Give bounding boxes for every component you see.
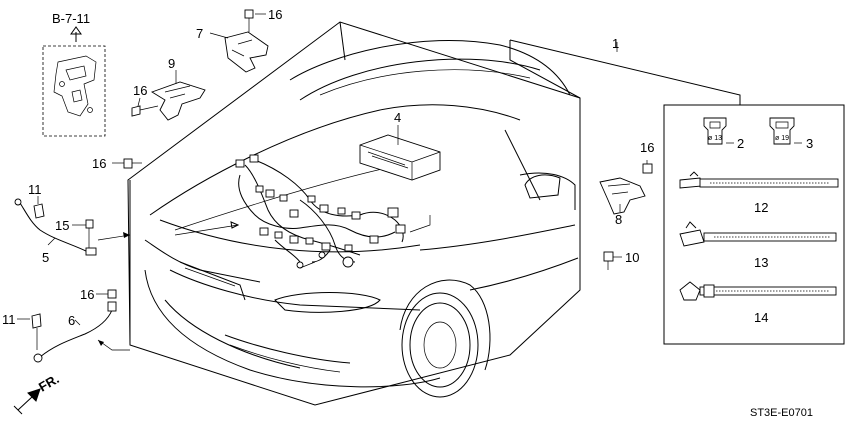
- engine-bay-outline: [127, 21, 741, 406]
- callout-11-upper: 11: [28, 182, 42, 197]
- callout-16-part9: 16: [133, 83, 147, 98]
- callouts: 1 2 3 4 5 6 7 8 9 10 11 11 12 13 14 15: [2, 7, 813, 328]
- engine-harness-drawing: [174, 154, 431, 269]
- callout-16-left: 16: [92, 156, 106, 171]
- callout-16-lower: 16: [80, 287, 94, 302]
- reference-bracket-drawing: [53, 55, 97, 117]
- callout-8: 8: [615, 212, 622, 227]
- callout-15: 15: [55, 218, 69, 233]
- part-12-tie-drawing: [679, 177, 703, 189]
- part-9-bracket: [131, 70, 206, 121]
- diagram-code: ST3E-E0701: [750, 407, 813, 419]
- front-arrow-icon: [17, 388, 41, 411]
- car-body: [144, 39, 579, 398]
- callout-12: 12: [754, 200, 768, 215]
- callout-2: 2: [737, 136, 744, 151]
- callout-1: 1: [612, 36, 619, 51]
- part-7-bracket: [209, 9, 269, 73]
- callout-16-right: 16: [640, 140, 654, 155]
- connector-mark-2: ø 13: [708, 135, 722, 142]
- part-8-bracket: [599, 160, 653, 215]
- callout-6: 6: [68, 313, 75, 328]
- callout-5: 5: [42, 250, 49, 265]
- part-10-bolt: [603, 251, 622, 270]
- callout-14: 14: [754, 310, 768, 325]
- callout-16-top: 16: [268, 7, 282, 22]
- front-label: FR.: [36, 371, 62, 394]
- callout-7: 7: [196, 26, 203, 41]
- part-6-cable: [31, 289, 130, 363]
- bolt-16-left: [112, 158, 142, 169]
- reference-arrow-icon: [70, 26, 82, 42]
- callout-4: 4: [394, 110, 401, 125]
- reference-label: B-7-11: [52, 11, 90, 26]
- reference-group: B-7-11: [42, 11, 106, 137]
- part-2-connector-drawing: [703, 117, 727, 145]
- callout-9: 9: [168, 56, 175, 71]
- callout-13: 13: [754, 255, 768, 270]
- callout-3: 3: [806, 136, 813, 151]
- part-13-tie-drawing: [679, 229, 705, 247]
- part-4-unit: [359, 125, 441, 181]
- part-14-tie-drawing: [679, 281, 701, 301]
- front-direction-indicator: FR.: [13, 371, 62, 415]
- part-5-cable: [14, 196, 131, 256]
- callout-10: 10: [625, 250, 639, 265]
- callout-11-lower: 11: [2, 312, 16, 327]
- reference-box: [42, 45, 106, 137]
- parts-kit-box: [663, 104, 845, 345]
- connector-mark-3: ø 19: [775, 135, 789, 142]
